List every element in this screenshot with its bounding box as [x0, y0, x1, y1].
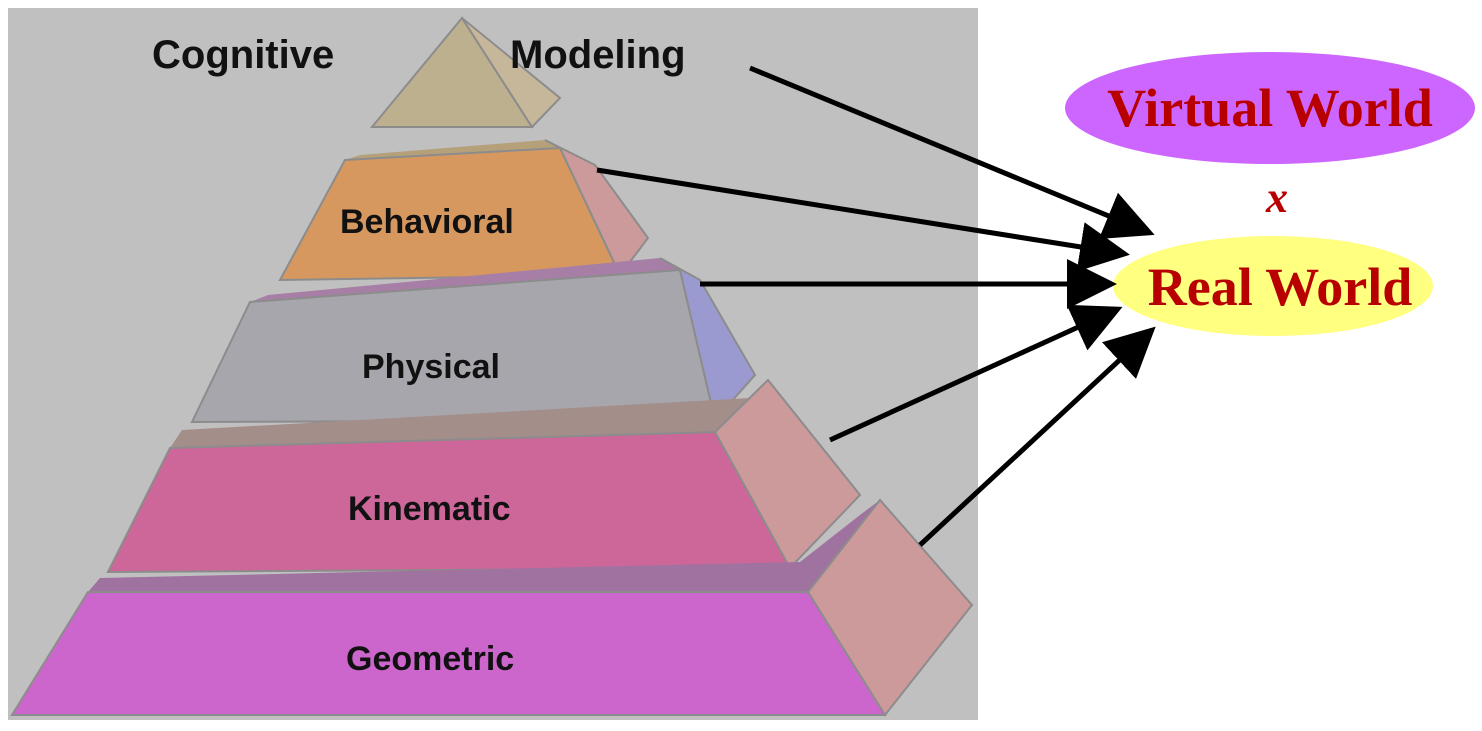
pyramid-apex: [369, 16, 562, 129]
arrow-cognitive-to-real-world: [749, 65, 1155, 239]
real-world-label: Real World: [1148, 257, 1413, 317]
label-behavioral: Behavioral: [340, 203, 514, 241]
arrow-behavioral-to-real-world: [596, 167, 1130, 272]
arrow-kinematic-to-real-world: [828, 304, 1123, 443]
arrows: [596, 65, 1156, 547]
label-cognitive: Cognitive: [152, 33, 334, 77]
real-world-ellipse: [1113, 236, 1433, 336]
label-modeling: Modeling: [510, 33, 686, 77]
virtual-world-label: Virtual World: [1107, 78, 1433, 138]
label-geometric: Geometric: [346, 640, 514, 678]
pyramid-layer-geometric: [10, 498, 974, 717]
label-kinematic: Kinematic: [348, 490, 511, 528]
operator-x: x: [1265, 173, 1288, 222]
arrow-geometric-to-real-world: [918, 326, 1156, 547]
label-physical: Physical: [362, 348, 500, 386]
virtual-world-ellipse: [1065, 52, 1475, 164]
pyramid-layer-kinematic: [106, 378, 862, 574]
pyramid-layer-physical: [190, 257, 757, 424]
